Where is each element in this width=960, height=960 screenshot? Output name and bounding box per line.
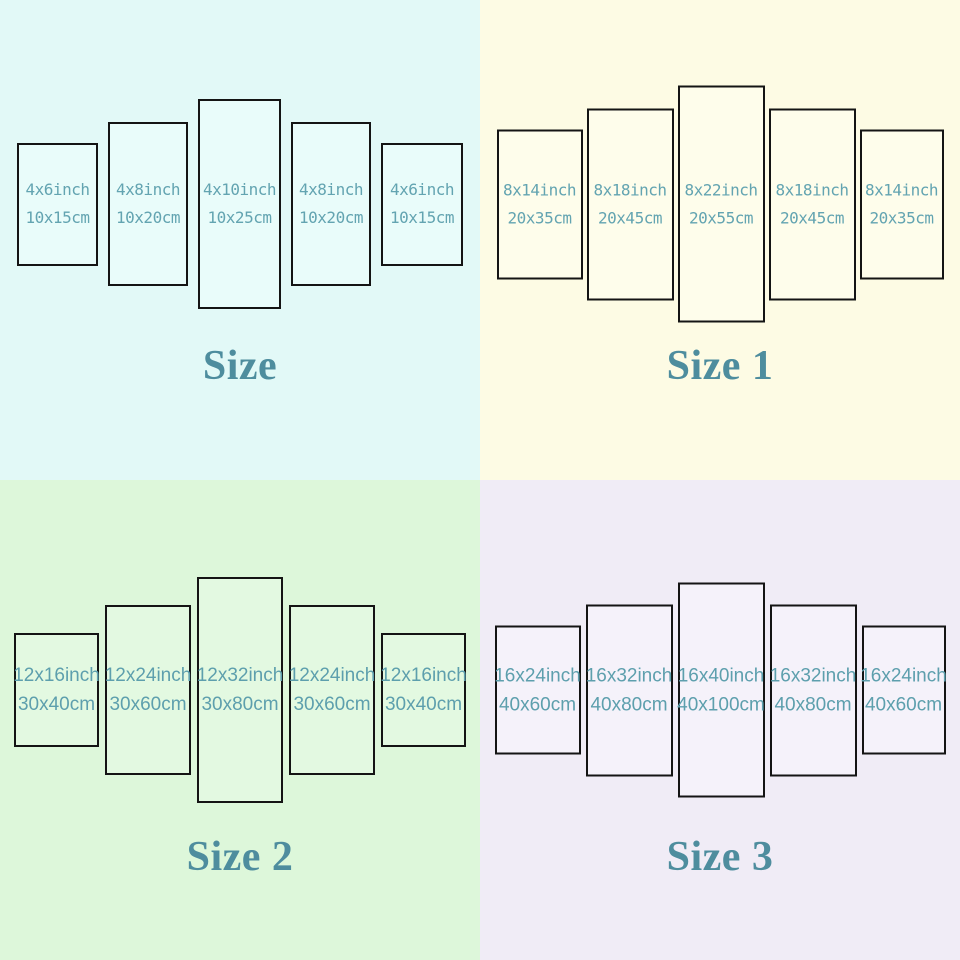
- panel-size-label: 8x18inch 20x45cm: [775, 176, 849, 232]
- canvas-panel: 12x16inch 30x40cm: [13, 633, 100, 747]
- size-chart-quadrant-size: 4x6inch 10x15cm 4x8inch 10x20cm 4x10inch 10…: [0, 0, 480, 480]
- canvas-panel: 12x24inch 30x60cm: [105, 605, 191, 775]
- panel-inch-text: 8x18inch: [593, 180, 667, 199]
- panel-inch-text: 16x24inch: [494, 665, 581, 686]
- panel-cm-text: 30x80cm: [201, 694, 279, 715]
- panel-cm-text: 30x60cm: [293, 694, 371, 715]
- panel-cm-text: 40x100cm: [677, 694, 765, 715]
- size-chart-quadrant-size-3: 16x24inch 40x60cm 16x32inch 40x80cm 16x40i…: [480, 480, 960, 960]
- canvas-panel: 16x24inch 40x60cm: [494, 625, 581, 755]
- panel-cm-text: 30x40cm: [384, 694, 463, 715]
- panel-cm-text: 10x20cm: [116, 208, 180, 227]
- canvas-panel: 16x24inch 40x60cm: [860, 625, 947, 755]
- canvas-panel: 8x18inch 20x45cm: [586, 108, 674, 300]
- canvas-panel: 8x22inch 20x55cm: [677, 85, 765, 323]
- panel-cm-text: 20x35cm: [507, 208, 572, 227]
- panel-inch-text: 12x16inch: [13, 665, 100, 686]
- panel-cm-text: 40x80cm: [774, 694, 852, 715]
- canvas-panel: 4x8inch 10x20cm: [291, 122, 371, 286]
- panel-row: 8x14inch 20x35cm 8x18inch 20x45cm 8x22inch…: [480, 85, 960, 323]
- panel-size-label: 8x14inch 20x35cm: [502, 176, 577, 232]
- panel-cm-text: 40x80cm: [590, 694, 668, 715]
- panel-size-label: 4x8inch 10x20cm: [299, 176, 363, 232]
- size-chart-quadrant-size-2: 12x16inch 30x40cm 12x24inch 30x60cm 12x32i…: [0, 480, 480, 960]
- canvas-panel: 4x10inch 10x25cm: [198, 99, 281, 309]
- canvas-panel: 16x32inch 40x80cm: [585, 604, 673, 776]
- panel-size-label: 12x16inch 30x40cm: [380, 661, 467, 719]
- panel-size-label: 8x18inch 20x45cm: [593, 176, 667, 232]
- panel-inch-text: 4x8inch: [299, 180, 363, 199]
- quadrant-title: Size 3: [666, 834, 774, 880]
- panel-inch-text: 12x24inch: [104, 665, 192, 686]
- panel-size-label: 12x24inch 30x60cm: [289, 661, 376, 719]
- panel-cm-text: 20x45cm: [598, 208, 662, 227]
- panel-size-label: 16x24inch 40x60cm: [860, 661, 947, 719]
- panel-size-label: 16x32inch 40x80cm: [770, 661, 857, 719]
- canvas-panel: 12x16inch 30x40cm: [380, 633, 467, 747]
- panel-inch-text: 16x32inch: [585, 665, 673, 686]
- panel-size-label: 4x10inch 10x25cm: [202, 176, 277, 232]
- canvas-panel: 16x32inch 40x80cm: [769, 604, 857, 776]
- panel-inch-text: 4x6inch: [390, 180, 454, 199]
- panel-inch-text: 8x18inch: [775, 180, 849, 199]
- panel-size-label: 16x24inch 40x60cm: [494, 661, 581, 719]
- panel-cm-text: 20x55cm: [689, 208, 753, 227]
- panel-cm-text: 10x15cm: [390, 208, 454, 227]
- panel-cm-text: 40x60cm: [864, 694, 943, 715]
- panel-inch-text: 4x6inch: [25, 180, 90, 199]
- quadrant-title: Size: [202, 343, 278, 389]
- canvas-panel: 12x32inch 30x80cm: [197, 577, 283, 803]
- canvas-panel: 8x14inch 20x35cm: [496, 129, 583, 279]
- panel-cm-text: 20x45cm: [780, 208, 844, 227]
- canvas-panel: 4x8inch 10x20cm: [108, 122, 188, 286]
- canvas-panel: 4x6inch 10x15cm: [381, 142, 463, 266]
- panel-inch-text: 8x14inch: [864, 180, 939, 199]
- panel-inch-text: 16x40inch: [677, 665, 765, 686]
- panel-cm-text: 10x15cm: [25, 208, 90, 227]
- panel-cm-text: 30x60cm: [109, 694, 187, 715]
- panel-inch-text: 16x24inch: [860, 665, 947, 686]
- panel-size-label: 12x32inch 30x80cm: [197, 661, 284, 719]
- canvas-panel: 8x18inch 20x45cm: [768, 108, 856, 300]
- panel-inch-text: 8x14inch: [502, 180, 577, 199]
- panel-inch-text: 12x16inch: [380, 665, 467, 686]
- panel-size-label: 4x8inch 10x20cm: [116, 176, 180, 232]
- panel-cm-text: 30x40cm: [17, 694, 96, 715]
- panel-size-label: 12x24inch 30x60cm: [105, 661, 192, 719]
- panel-size-label: 12x16inch 30x40cm: [13, 661, 100, 719]
- panel-size-label: 16x40inch 40x100cm: [677, 661, 765, 719]
- canvas-panel: 12x24inch 30x60cm: [289, 605, 375, 775]
- panel-inch-text: 4x10inch: [202, 180, 277, 199]
- panel-size-label: 4x6inch 10x15cm: [26, 176, 90, 232]
- panel-inch-text: 12x32inch: [196, 665, 284, 686]
- panel-cm-text: 10x20cm: [299, 208, 363, 227]
- size-chart-quadrant-size-1: 8x14inch 20x35cm 8x18inch 20x45cm 8x22inch…: [480, 0, 960, 480]
- panel-size-label: 16x32inch 40x80cm: [586, 661, 673, 719]
- quadrant-title: Size 1: [666, 343, 774, 389]
- panel-inch-text: 4x8inch: [116, 180, 180, 199]
- panel-size-label: 8x22inch 20x55cm: [684, 176, 758, 232]
- panel-inch-text: 8x22inch: [684, 180, 758, 199]
- panel-inch-text: 12x24inch: [288, 665, 376, 686]
- panel-size-label: 8x14inch 20x35cm: [864, 176, 939, 232]
- panel-inch-text: 16x32inch: [769, 665, 857, 686]
- canvas-panel: 4x6inch 10x15cm: [17, 142, 98, 266]
- panel-cm-text: 10x25cm: [207, 208, 272, 227]
- panel-row: 12x16inch 30x40cm 12x24inch 30x60cm 12x32i…: [0, 577, 480, 803]
- canvas-panel: 8x14inch 20x35cm: [859, 129, 944, 279]
- panel-cm-text: 20x35cm: [869, 208, 934, 227]
- quadrant-title: Size 2: [186, 834, 294, 880]
- panel-size-label: 4x6inch 10x15cm: [390, 176, 454, 232]
- panel-row: 4x6inch 10x15cm 4x8inch 10x20cm 4x10inch 10…: [0, 99, 480, 309]
- panel-cm-text: 40x60cm: [498, 694, 577, 715]
- canvas-panel: 16x40inch 40x100cm: [677, 582, 765, 798]
- panel-row: 16x24inch 40x60cm 16x32inch 40x80cm 16x40i…: [480, 582, 960, 798]
